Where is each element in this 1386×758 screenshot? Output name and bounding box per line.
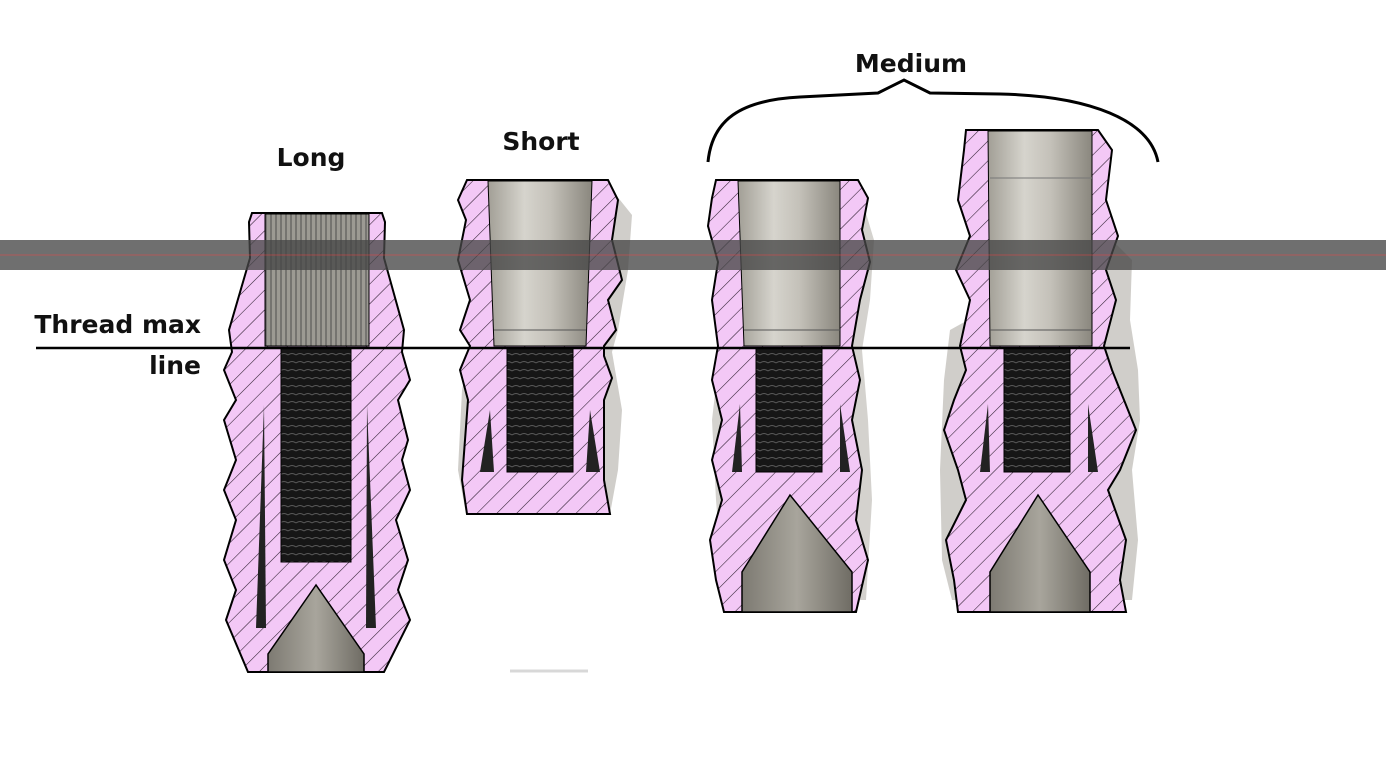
thread-max-label: Thread max <box>34 310 201 339</box>
long-knurled-bore <box>264 213 370 347</box>
long-exit-cone <box>267 583 365 673</box>
long-device <box>222 212 412 673</box>
long-right-slot <box>366 405 376 628</box>
curly-brace-icon <box>706 78 1160 163</box>
short-left-slot <box>480 410 494 472</box>
medium-b-bore <box>987 130 1093 347</box>
medium-b-left-slot <box>980 404 990 472</box>
short-label: Short <box>502 127 579 156</box>
thread-line-label: line <box>149 351 201 380</box>
medium-a-thread-bore <box>755 347 823 473</box>
medium-device-a <box>706 179 874 613</box>
medium-label: Medium <box>855 49 967 78</box>
medium-device-b <box>940 129 1140 613</box>
medium-a-left-slot <box>732 404 742 472</box>
medium-a-exit-cone <box>741 493 853 613</box>
long-left-slot <box>256 405 266 628</box>
short-thread-bore <box>506 347 574 473</box>
medium-b-right-slot <box>1088 404 1098 472</box>
medium-b-thread-bore <box>1003 347 1071 473</box>
medium-a-right-slot <box>840 404 850 472</box>
long-thread-bore <box>280 347 352 563</box>
medium-b-exit-cone <box>989 493 1091 613</box>
long-label: Long <box>277 143 346 172</box>
short-right-slot <box>586 410 600 472</box>
horizontal-section-bar <box>0 240 1386 270</box>
